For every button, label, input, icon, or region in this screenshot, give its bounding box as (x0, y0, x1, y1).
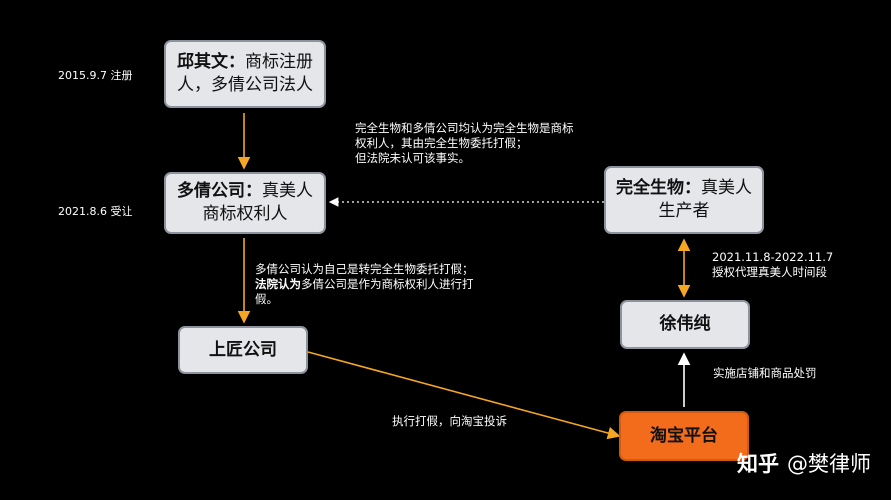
note-duoqian-view-text: 多倩公司认为自己是转完全生物委托打假； (255, 262, 474, 276)
date-registration: 2015.9.7 注册 (58, 69, 133, 82)
watermark: 知乎 @樊律师 (737, 448, 871, 478)
zhihu-logo: 知乎 (737, 452, 779, 476)
note-claim-line1: 完全生物和多倩公司均认为完全生物是商标权利人，其由完全生物委托打假； (355, 121, 574, 150)
node-duoqian-desc: 真美人商标权利人 (202, 181, 314, 224)
date-transfer: 2021.8.6 受让 (58, 205, 133, 218)
node-qiu-qiwen: 邱其文：商标注册人，多倩公司法人 (164, 40, 326, 108)
node-duoqian-name: 多倩公司： (177, 181, 262, 201)
note-authorization-period: 2021.11.8-2022.11.7 (712, 250, 834, 264)
note-court-bold: 法院认为 (255, 277, 301, 291)
note-authorization: 2021.11.8-2022.11.7 授权代理真美人时间段 (712, 250, 833, 280)
note-shop-penalty: 实施店铺和商品处罚 (713, 366, 817, 380)
watermark-author: @樊律师 (787, 452, 871, 476)
node-duoqian-company: 多倩公司：真美人商标权利人 (164, 172, 326, 234)
node-qiu-name: 邱其文： (177, 52, 245, 72)
note-claim-line2: 但法院未认可该事实。 (355, 151, 470, 165)
node-taobao-name: 淘宝平台 (650, 425, 718, 446)
node-wanquan-name: 完全生物： (616, 178, 701, 198)
note-duoqian-view: 多倩公司认为自己是转完全生物委托打假； 法院认为多倩公司是作为商标权利人进行打假… (255, 262, 485, 307)
node-xu-weichun: 徐伟纯 (620, 300, 750, 349)
node-wanquan-desc: 真美人生产者 (658, 178, 753, 221)
arrow-shangjiang-to-taobao (307, 351, 621, 440)
note-claim: 完全生物和多倩公司均认为完全生物是商标权利人，其由完全生物委托打假； 但法院未认… (355, 121, 583, 166)
note-court-rest: 多倩公司是作为商标权利人进行打假。 (255, 277, 474, 306)
note-authorization-desc: 授权代理真美人时间段 (712, 265, 827, 279)
node-shangjiang-company: 上匠公司 (178, 326, 308, 374)
node-shangjiang-name: 上匠公司 (209, 339, 277, 360)
node-wanquan-bio: 完全生物：真美人生产者 (604, 166, 764, 234)
node-xu-name: 徐伟纯 (659, 314, 711, 334)
note-complaint: 执行打假，向淘宝投诉 (392, 414, 507, 428)
node-qiu-desc: 商标注册人，多倩公司法人 (177, 52, 313, 95)
node-taobao-platform: 淘宝平台 (619, 411, 749, 461)
